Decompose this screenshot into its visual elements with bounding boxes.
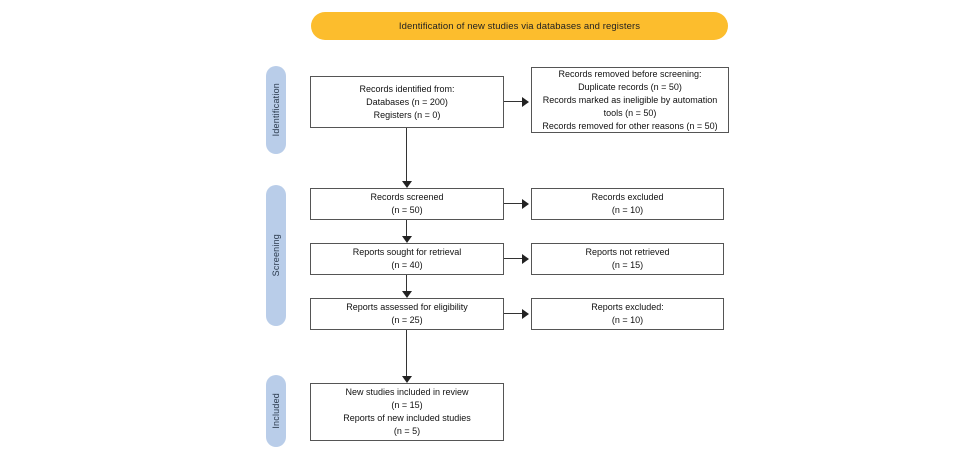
arrowhead-down-icon [402, 181, 412, 188]
box-reports-excluded: Reports excluded: (n = 10) [531, 298, 724, 330]
box-line: Databases (n = 200) [366, 96, 448, 107]
box-line: Duplicate records (n = 50) [578, 81, 682, 92]
box-line: (n = 50) [391, 205, 423, 215]
box-line: Reports not retrieved [585, 247, 670, 257]
box-line: New studies included in review [345, 387, 469, 397]
box-line: Records removed for other reasons (n = 5… [542, 120, 718, 131]
box-records-screened: Records screened (n = 50) [310, 188, 504, 220]
box-line: Records excluded [591, 192, 664, 202]
box-records-excluded: Records excluded (n = 10) [531, 188, 724, 220]
box-reports-sought-for-retrieval: Reports sought for retrieval (n = 40) [310, 243, 504, 275]
box-line: (n = 10) [611, 205, 644, 215]
box-reports-assessed-for-eligibility: Reports assessed for eligibility (n = 25… [310, 298, 504, 330]
connector-identified-to-screened [406, 128, 407, 181]
stage-label-included-text: Included [271, 393, 281, 429]
box-line: (n = 15) [391, 400, 423, 410]
diagram-header-title: Identification of new studies via databa… [398, 20, 641, 32]
box-line: Records identified from: [359, 83, 455, 94]
box-new-studies-included: New studies included in review (n = 15) … [310, 383, 504, 441]
arrowhead-down-icon [402, 376, 412, 383]
box-line: Reports sought for retrieval [352, 247, 462, 257]
box-line: Records screened [370, 192, 444, 202]
connector-identified-to-removed [504, 101, 524, 102]
arrowhead-right-icon [522, 254, 529, 264]
box-line: Reports excluded: [591, 302, 664, 312]
connector-screened-to-excluded [504, 203, 524, 204]
connector-screened-to-sought [406, 220, 407, 236]
arrowhead-down-icon [402, 236, 412, 243]
connector-assessed-to-excluded-reports [504, 313, 524, 314]
diagram-header-banner: Identification of new studies via databa… [311, 12, 728, 40]
stage-label-identification-text: Identification [271, 83, 281, 137]
box-line: Reports of new included studies [343, 413, 471, 423]
box-line: (n = 10) [611, 315, 644, 325]
box-line: (n = 5) [393, 426, 421, 436]
stage-label-identification: Identification [266, 66, 286, 154]
arrowhead-right-icon [522, 97, 529, 107]
box-line: (n = 25) [391, 315, 423, 325]
box-reports-not-retrieved: Reports not retrieved (n = 15) [531, 243, 724, 275]
box-line: Reports assessed for eligibility [346, 302, 468, 312]
connector-sought-to-not-retrieved [504, 258, 524, 259]
arrowhead-down-icon [402, 291, 412, 298]
box-line: (n = 15) [611, 260, 644, 270]
box-records-removed-before-screening: Records removed before screening: Duplic… [531, 67, 729, 133]
box-line: (n = 40) [391, 260, 423, 270]
connector-sought-to-assessed [406, 275, 407, 291]
stage-label-included: Included [266, 375, 286, 447]
arrowhead-right-icon [522, 309, 529, 319]
box-line: tools (n = 50) [603, 107, 657, 118]
stage-label-screening-text: Screening [271, 234, 281, 277]
box-line: Records marked as ineligible by automati… [542, 94, 718, 105]
box-records-identified: Records identified from: Databases (n = … [310, 76, 504, 128]
box-line: Registers (n = 0) [373, 109, 441, 120]
arrowhead-right-icon [522, 199, 529, 209]
box-line: Records removed before screening: [558, 68, 702, 79]
connector-assessed-to-included [406, 330, 407, 376]
stage-label-screening: Screening [266, 185, 286, 326]
